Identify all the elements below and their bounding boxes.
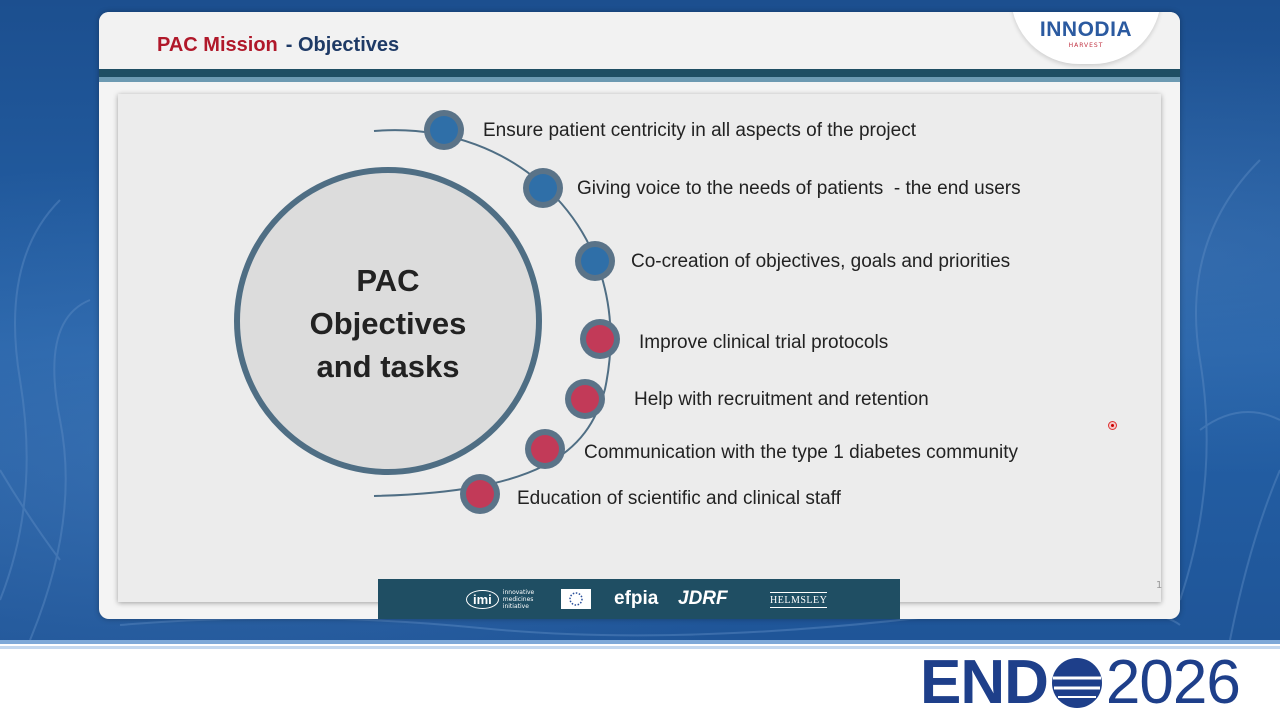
page-number: 1 xyxy=(1156,580,1163,591)
imi-tagline: innovative medicines initiative xyxy=(502,588,535,610)
objectives-arc xyxy=(373,129,612,497)
objective-node-blue xyxy=(581,247,609,275)
center-label-line-3: and tasks xyxy=(316,349,460,384)
objective-node-red xyxy=(571,385,599,413)
slide-title: PAC Mission - Objectives xyxy=(157,34,399,57)
objective-node-blue xyxy=(529,174,557,202)
objective-item: Co-creation of objectives, goals and pri… xyxy=(631,251,1011,272)
objective-node-red xyxy=(531,435,559,463)
objective-node-red xyxy=(586,325,614,353)
center-label-line-1: PAC xyxy=(356,263,420,298)
objective-node-red xyxy=(466,480,494,508)
efpia-logo: efpia xyxy=(614,588,659,609)
objective-item: Help with recruitment and retention xyxy=(634,389,929,410)
slide: PAC Mission- Objectives INNODIA HARVEST … xyxy=(99,12,1180,619)
imi-logo: imi innovative medicines initiative xyxy=(466,579,535,619)
endo-globe-icon xyxy=(1051,658,1102,708)
objectives-diagram xyxy=(234,110,620,514)
helmsley-logo: HELMSLEY xyxy=(770,592,828,608)
objective-item: Ensure patient centricity in all aspects… xyxy=(483,120,917,141)
slide-header xyxy=(99,12,1180,70)
center-label: PAC Objectives and tasks xyxy=(238,259,538,388)
objective-node-blue xyxy=(430,116,458,144)
objective-item: Communication with the type 1 diabetes c… xyxy=(584,442,1019,463)
laser-pointer xyxy=(1108,421,1117,430)
center-label-line-2: Objectives xyxy=(309,306,467,341)
objective-item: Education of scientific and clinical sta… xyxy=(517,488,841,509)
endo-word: END xyxy=(920,648,1049,717)
content-panel: PAC Objectives and tasks Ensure patient … xyxy=(118,94,1163,602)
slide-title-main: PAC Mission xyxy=(157,34,278,56)
center-circle xyxy=(234,167,542,475)
slide-title-sub: - Objectives xyxy=(285,34,400,56)
innodia-subtitle: HARVEST xyxy=(1068,42,1104,49)
innodia-name: INNODIA xyxy=(1039,18,1133,41)
objective-item: Giving voice to the needs of patients - … xyxy=(577,178,1021,199)
eu-flag-icon xyxy=(561,579,591,619)
endo-year: 2026 xyxy=(1105,648,1241,717)
objective-item: Improve clinical trial protocols xyxy=(639,332,889,353)
endo-2026-logo: END 2026 xyxy=(920,648,1241,717)
imi-mark: imi xyxy=(466,589,499,609)
sponsor-bar: imi innovative medicines initiative efpi… xyxy=(378,579,900,619)
jdrf-logo: JDRF xyxy=(678,588,728,609)
